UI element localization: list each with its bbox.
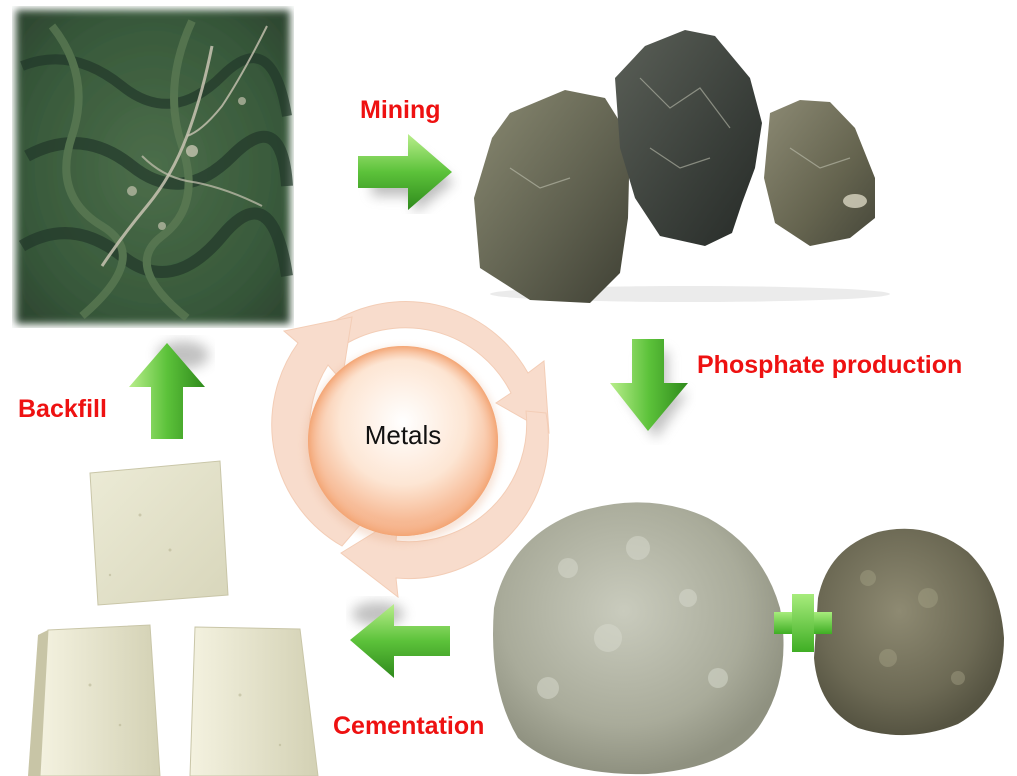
left-arrow-icon [346, 596, 456, 680]
satellite-map-image [12, 6, 294, 328]
step-label-phosphate-production: Phosphate production [697, 351, 963, 379]
phosphate-rock-image [470, 18, 890, 303]
down-arrow-icon [606, 335, 696, 445]
step-label-cementation: Cementation [333, 712, 485, 740]
up-arrow-icon [125, 335, 215, 447]
right-arrow-icon [352, 130, 462, 214]
center-label: Metals [364, 420, 442, 450]
step-label-backfill: Backfill [18, 395, 107, 423]
powder-piles-image [488, 488, 1013, 776]
step-label-mining: Mining [360, 96, 441, 124]
backfill-block-image [0, 455, 335, 776]
plus-icon [774, 594, 832, 652]
cycle-diagram [246, 283, 561, 598]
